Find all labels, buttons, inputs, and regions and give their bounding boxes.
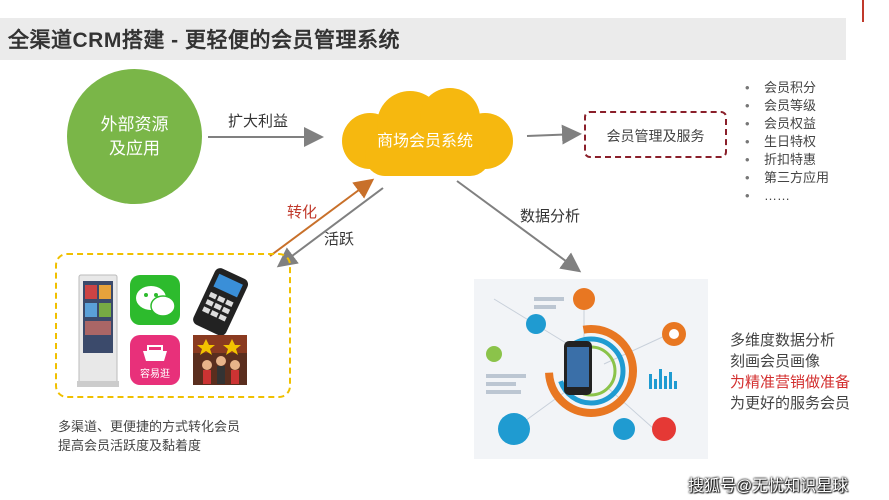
kiosk-icon	[77, 274, 119, 387]
arrow-to-management	[526, 124, 582, 145]
channels-caption: 多渠道、更便捷的方式转化会员 提高会员活跃度及黏着度	[58, 417, 240, 455]
member-management-label: 会员管理及服务	[606, 128, 705, 144]
wechat-icon	[130, 275, 180, 325]
group-celebration-icon	[193, 335, 247, 385]
page-title: 全渠道CRM搭建 - 更轻便的会员管理系统	[8, 29, 400, 52]
member-management-box	[584, 111, 727, 158]
label-active: 活跃	[324, 231, 355, 248]
external-resources-line1: 外部资源	[100, 115, 169, 134]
label-expand-benefits: 扩大利益	[228, 113, 289, 130]
title-bar	[0, 18, 846, 60]
label-convert: 转化	[287, 204, 318, 221]
feature-list: 会员积分 会员等级 会员权益 生日特权 折扣特惠 第三方应用 ……	[745, 79, 829, 205]
pos-terminal-icon	[193, 268, 249, 336]
feature-item: 生日特权	[745, 133, 829, 151]
cloud-shape	[342, 88, 513, 176]
accent-line	[862, 0, 864, 22]
cloud-globe-icon	[498, 413, 530, 445]
feature-item: 会员等级	[745, 97, 829, 115]
analysis-line2: 刻画会员画像	[730, 353, 821, 370]
channels-caption-line1: 多渠道、更便捷的方式转化会员	[58, 419, 241, 434]
channels-box	[55, 253, 291, 398]
channels-caption-line2: 提高会员活跃度及黏着度	[58, 438, 202, 453]
watermark: 搜狐号@无忧知识星球	[688, 478, 849, 495]
external-resources-label: 外部资源 及应用	[67, 113, 202, 161]
analysis-line4: 为更好的服务会员	[730, 395, 851, 412]
analysis-line3-highlight: 为精准营销做准备	[730, 374, 851, 391]
label-data-analysis: 数据分析	[520, 208, 581, 225]
feature-item: 会员积分	[745, 79, 829, 97]
yixinguang-app-name: 容易逛	[140, 367, 170, 380]
yixinguang-app-icon	[130, 335, 180, 385]
infographic-graphic	[486, 288, 686, 445]
analysis-description: 多维度数据分析 刻画会员画像 为精准营销做准备 为更好的服务会员	[730, 330, 850, 414]
arrow-convert	[269, 178, 375, 257]
analysis-line1: 多维度数据分析	[730, 332, 836, 349]
feature-item: 折扣特惠	[745, 151, 829, 169]
feature-item: 会员权益	[745, 115, 829, 133]
arrow-active	[276, 187, 384, 268]
arrow-analysis	[456, 180, 582, 273]
channel-icons: 容易逛	[77, 268, 249, 387]
data-analysis-infographic	[474, 279, 708, 459]
feature-item: 第三方应用	[745, 169, 829, 187]
external-resources-node	[67, 69, 202, 204]
feature-item: ……	[745, 187, 829, 205]
external-resources-line2: 及应用	[109, 139, 160, 158]
mall-member-system-label: 商场会员系统	[376, 133, 473, 150]
